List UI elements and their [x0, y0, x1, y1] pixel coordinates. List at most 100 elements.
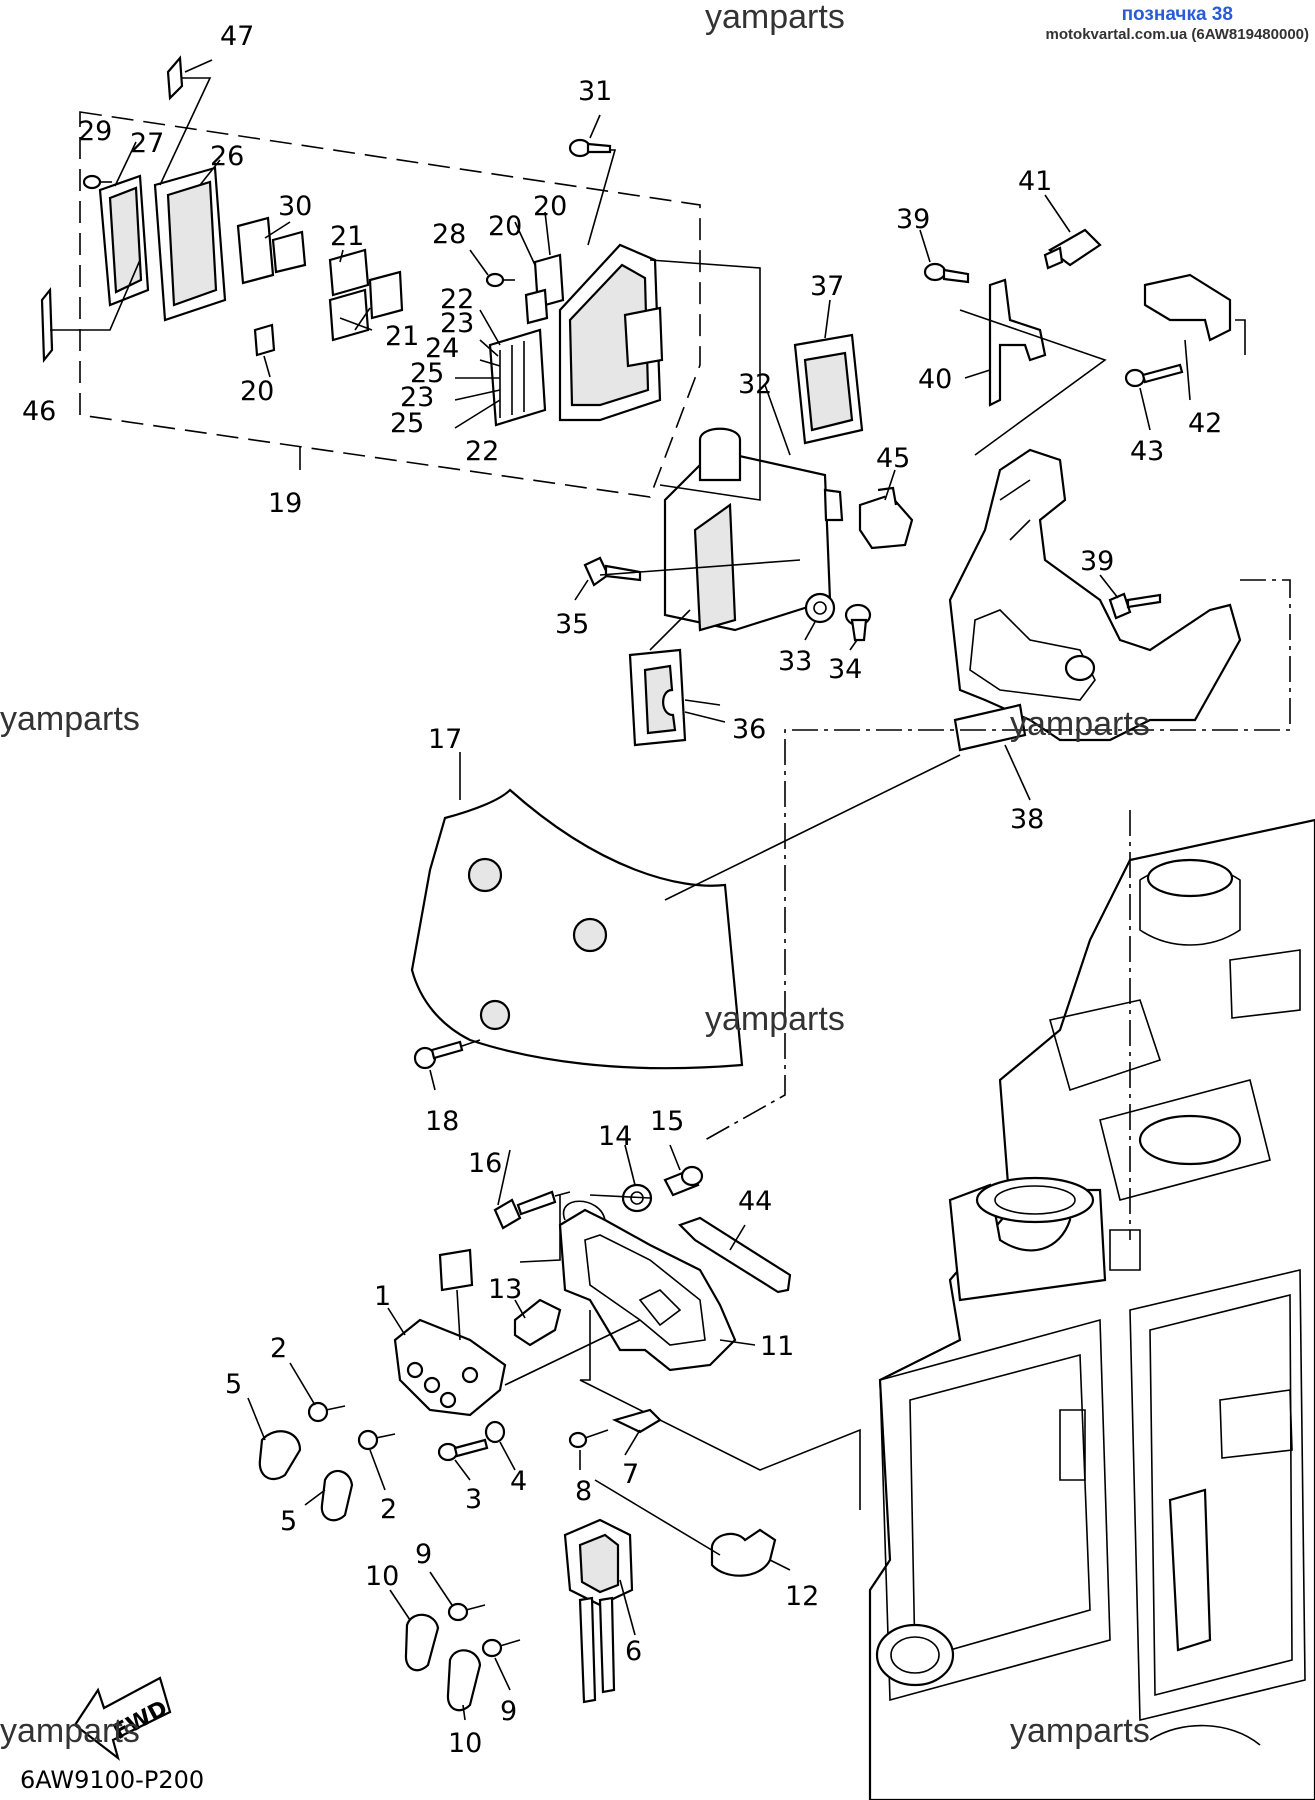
- screw-2a: [307, 1401, 346, 1423]
- callout-5-bottom[interactable]: 5: [280, 1506, 297, 1537]
- callout-36[interactable]: 36: [732, 714, 766, 745]
- callout-19[interactable]: 19: [268, 488, 302, 519]
- callout-28[interactable]: 28: [432, 219, 466, 250]
- callout-20-c[interactable]: 20: [240, 376, 274, 407]
- callout-35[interactable]: 35: [555, 609, 589, 640]
- callout-numbers: 47 31 29 27 26 30 21 21 28 20 20 22 23 2…: [22, 21, 1222, 1759]
- callout-9-top[interactable]: 9: [415, 1539, 432, 1570]
- callout-29[interactable]: 29: [78, 116, 112, 147]
- callout-46[interactable]: 46: [22, 396, 56, 427]
- callout-42[interactable]: 42: [1188, 408, 1222, 439]
- callout-5-top[interactable]: 5: [225, 1369, 242, 1400]
- grommet-33: [804, 592, 836, 624]
- callout-22-bottom[interactable]: 22: [465, 436, 499, 467]
- callout-14[interactable]: 14: [598, 1121, 632, 1152]
- callout-8[interactable]: 8: [575, 1476, 592, 1507]
- callout-1[interactable]: 1: [374, 1281, 391, 1312]
- callout-18[interactable]: 18: [425, 1106, 459, 1137]
- callout-34[interactable]: 34: [828, 654, 862, 685]
- watermark-top: yamparts: [705, 0, 845, 36]
- screw-2b: [357, 1429, 396, 1451]
- screw-39b: [1108, 592, 1162, 620]
- callout-32[interactable]: 32: [738, 369, 772, 400]
- callout-47[interactable]: 47: [220, 21, 254, 52]
- electrical-bracket: [948, 448, 1242, 742]
- screw-28: [485, 272, 515, 288]
- cover-17: [410, 788, 744, 1070]
- watermark-bottom-left: yamparts: [0, 1712, 140, 1750]
- bolt-18: [413, 1039, 481, 1091]
- callout-leaders: [114, 141, 1191, 1721]
- cable-tie-44: [677, 1216, 792, 1294]
- callout-13[interactable]: 13: [488, 1274, 522, 1305]
- page-header: позначка 38 motokvartal.com.ua (6AW81948…: [1046, 4, 1309, 44]
- diagram-badge[interactable]: позначка 38: [1121, 4, 1233, 25]
- callout-44[interactable]: 44: [738, 1186, 772, 1217]
- callout-37[interactable]: 37: [810, 271, 844, 302]
- cap-10a: [404, 1613, 440, 1672]
- callout-12[interactable]: 12: [785, 1581, 819, 1612]
- callout-16[interactable]: 16: [468, 1148, 502, 1179]
- callout-31[interactable]: 31: [578, 76, 612, 107]
- screw-43: [1124, 363, 1184, 388]
- callout-21-top[interactable]: 21: [330, 221, 364, 252]
- callout-26[interactable]: 26: [210, 141, 244, 172]
- callout-33[interactable]: 33: [778, 646, 812, 677]
- screw-39a: [923, 262, 970, 284]
- callout-39-top[interactable]: 39: [896, 204, 930, 235]
- callout-9-bottom[interactable]: 9: [500, 1696, 517, 1727]
- bracket-40: [988, 278, 1047, 407]
- callout-15[interactable]: 15: [650, 1106, 684, 1137]
- callout-27[interactable]: 27: [130, 128, 164, 159]
- callout-30[interactable]: 30: [278, 191, 312, 222]
- callout-40[interactable]: 40: [918, 364, 952, 395]
- watermark-right: yamparts: [1010, 705, 1150, 743]
- holder-36: [628, 648, 687, 747]
- callout-23-top[interactable]: 23: [440, 308, 474, 339]
- watermarks: yamparts yamparts yamparts yamparts yamp…: [0, 0, 1150, 1750]
- callout-20-b[interactable]: 20: [533, 191, 567, 222]
- cover-37: [793, 333, 864, 445]
- harness-plate-38: [953, 703, 1027, 752]
- callout-41[interactable]: 41: [1018, 166, 1052, 197]
- callout-2-top[interactable]: 2: [270, 1333, 287, 1364]
- screw-9b: [481, 1638, 521, 1658]
- callout-7[interactable]: 7: [622, 1459, 639, 1490]
- callout-20-a[interactable]: 20: [488, 211, 522, 242]
- callout-24[interactable]: 24: [425, 333, 459, 364]
- callout-4[interactable]: 4: [510, 1466, 527, 1497]
- callout-22-top[interactable]: 22: [440, 284, 474, 315]
- callout-2-bottom[interactable]: 2: [380, 1494, 397, 1525]
- bolt-35: [583, 556, 642, 587]
- watermark-center: yamparts: [705, 1000, 845, 1038]
- callout-11[interactable]: 11: [760, 1331, 794, 1362]
- callout-39-bottom[interactable]: 39: [1080, 546, 1114, 577]
- callout-45[interactable]: 45: [876, 443, 910, 474]
- collar-34: [844, 603, 872, 642]
- watermark-left: yamparts: [0, 700, 140, 738]
- callout-25-top[interactable]: 25: [410, 358, 444, 389]
- screw-9a: [447, 1602, 486, 1622]
- callout-10-bottom[interactable]: 10: [448, 1728, 482, 1759]
- bracket-11: [558, 1200, 737, 1372]
- screw-29: [82, 174, 112, 190]
- callout-23-bottom[interactable]: 23: [400, 382, 434, 413]
- callout-10-top[interactable]: 10: [365, 1561, 399, 1592]
- label-plate-46: [40, 286, 54, 364]
- label-plate-47: [166, 55, 184, 101]
- cap-5a: [258, 1430, 302, 1481]
- watermark-bottom-right: yamparts: [1010, 1712, 1150, 1750]
- callout-38[interactable]: 38: [1010, 804, 1044, 835]
- clamp-12: [710, 1528, 777, 1577]
- callout-17[interactable]: 17: [428, 724, 462, 755]
- callout-21-right[interactable]: 21: [385, 321, 419, 352]
- holder-42: [1143, 273, 1232, 342]
- screw-8: [568, 1429, 609, 1449]
- callout-25-bottom[interactable]: 25: [390, 408, 424, 439]
- callout-43[interactable]: 43: [1130, 436, 1164, 467]
- clamp-7: [611, 1408, 662, 1434]
- callout-3[interactable]: 3: [465, 1484, 482, 1515]
- callout-6[interactable]: 6: [625, 1636, 642, 1667]
